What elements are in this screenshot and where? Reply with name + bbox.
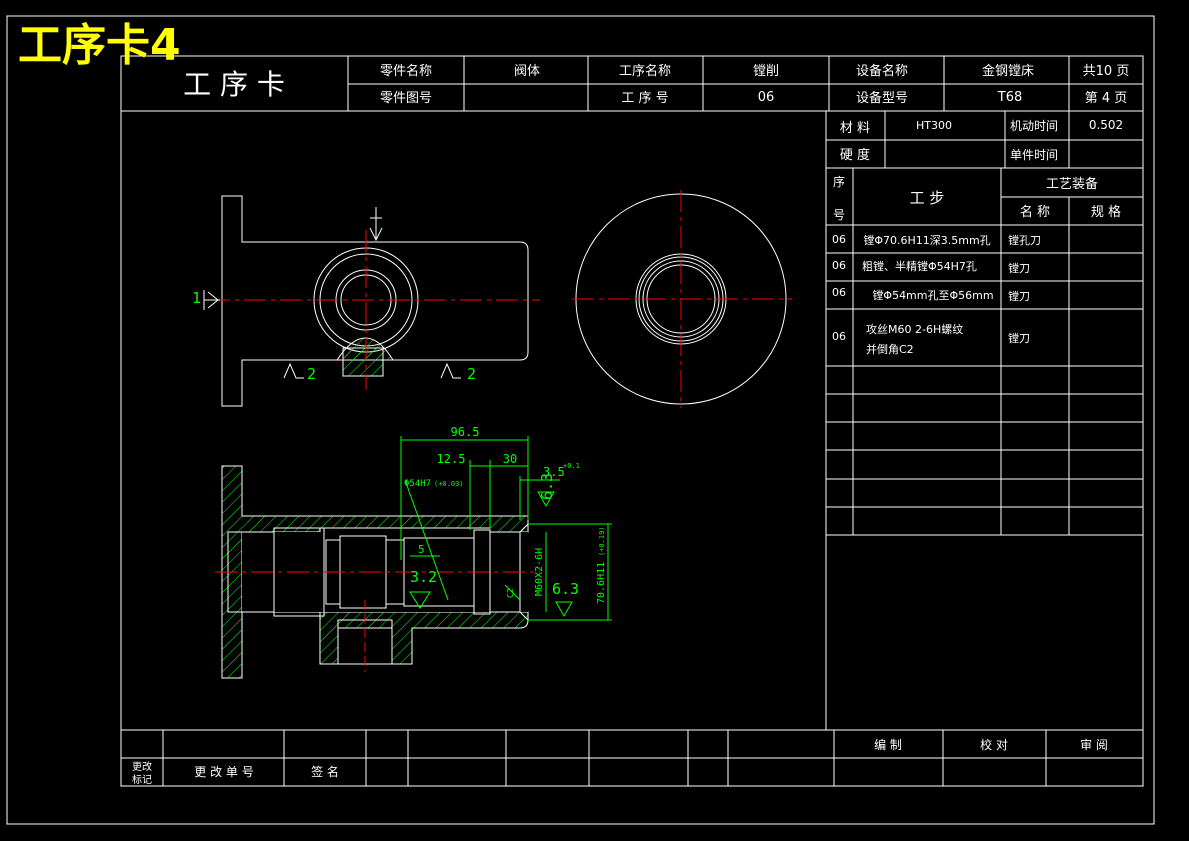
inner-border xyxy=(120,55,1144,787)
step-text-line2: 并倒角C2 xyxy=(866,342,914,356)
hardness-label: 硬 度 xyxy=(840,147,870,163)
step-no: 06 xyxy=(832,259,846,272)
equipment-header: 工艺装备 xyxy=(1046,176,1098,192)
check-label: 校 对 xyxy=(980,737,1008,752)
unit-time-label: 单件时间 xyxy=(1010,148,1058,162)
material-label: 材 料 xyxy=(840,121,870,136)
overlay-title: 工序卡4 xyxy=(18,20,181,71)
review-label: 审 阅 xyxy=(1080,737,1108,752)
phi54-label: Φ54H7 xyxy=(404,479,431,489)
front-view xyxy=(221,195,529,407)
phi54-tolerance: (+0.03) xyxy=(434,480,464,488)
sign-label: 签 名 xyxy=(311,764,339,779)
process-no-label: 工 序 号 xyxy=(621,91,668,106)
roughness-6-3-top: 6.3 xyxy=(538,473,556,500)
change-no-label: 更 改 单 号 xyxy=(194,765,253,779)
roughness-6-3-bottom: 6.3 xyxy=(552,580,579,598)
locator-2-label: 2 xyxy=(307,365,316,383)
machine-time-label: 机动时间 xyxy=(1010,119,1058,133)
seq-label-top: 序 xyxy=(833,174,845,189)
compile-label: 编 制 xyxy=(874,737,902,752)
card-title: 工 序 卡 xyxy=(183,68,285,101)
locator-2-label: 2 xyxy=(467,365,476,383)
equipment-name-label: 设备名称 xyxy=(856,63,908,79)
dim-3-5-tolerance: +0.1 xyxy=(563,462,580,470)
step-tool: 镗刀 xyxy=(1008,331,1030,345)
roughness-3-2: 3.2 xyxy=(410,568,437,586)
dim-30: 30 xyxy=(503,452,517,466)
locator-symbol-icon xyxy=(203,290,461,379)
material-value: HT300 xyxy=(916,119,952,132)
dimension-lines xyxy=(400,436,612,621)
step-header: 工 步 xyxy=(910,189,945,207)
step-tool: 镗刀 xyxy=(1008,261,1030,275)
machine-time-value: 0.502 xyxy=(1089,118,1123,132)
chamfer-c2-label: C2 xyxy=(506,588,515,598)
equipment-model-value: T68 xyxy=(997,90,1022,105)
outer-border xyxy=(6,15,1155,825)
dim-3-5: 3.5 xyxy=(543,465,565,479)
tool-spec-header: 规 格 xyxy=(1091,204,1121,220)
phi70-tolerance: (+0.19) xyxy=(598,526,606,556)
tool-name-header: 名 称 xyxy=(1020,204,1050,220)
step-row: 06 粗镗、半精镗Φ54H7孔 镗刀 xyxy=(832,259,1030,275)
clamp-arrow-icon xyxy=(369,207,383,242)
step-row: 06 攻丝M60 2-6H螺纹 并倒角C2 镗刀 xyxy=(832,322,1030,356)
step-text: 镗Φ54mm孔至Φ56mm xyxy=(872,288,993,302)
info-table xyxy=(825,111,1143,730)
change-mark-label-bottom: 标记 xyxy=(132,774,152,786)
total-pages: 共10 页 xyxy=(1083,64,1130,79)
step-row: 06 镗Φ70.6H11深3.5mm孔 镗孔刀 xyxy=(832,233,1041,247)
dim-5: 5 xyxy=(418,543,425,556)
step-no: 06 xyxy=(832,233,846,246)
change-mark-label-top: 更改 xyxy=(132,760,152,773)
footer-table xyxy=(121,729,1143,786)
step-text: 攻丝M60 2-6H螺纹 xyxy=(866,322,963,336)
equipment-name-value: 金钢镗床 xyxy=(982,63,1034,79)
part-name-label: 零件名称 xyxy=(380,63,432,79)
phi70-label: 70.6H11 xyxy=(596,562,607,604)
step-tool: 镗孔刀 xyxy=(1008,233,1041,247)
dim-12-5: 12.5 xyxy=(437,452,466,466)
step-text: 镗Φ70.6H11深3.5mm孔 xyxy=(863,233,990,247)
seq-label-bottom: 号 xyxy=(833,208,845,222)
part-drawing-label: 零件图号 xyxy=(380,91,432,106)
process-name-label: 工序名称 xyxy=(619,63,671,79)
process-no-value: 06 xyxy=(758,90,775,105)
step-no: 06 xyxy=(832,330,846,343)
page-number: 第 4 页 xyxy=(1085,91,1128,106)
dim-96-5: 96.5 xyxy=(451,425,480,439)
thread-m60-label: M60X2-6H xyxy=(534,548,545,596)
step-text: 粗镗、半精镗Φ54H7孔 xyxy=(862,259,977,273)
part-name-value: 阀体 xyxy=(514,64,540,79)
locator-1-label: 1 xyxy=(192,289,201,307)
step-no: 06 xyxy=(832,286,846,299)
step-row: 06 镗Φ54mm孔至Φ56mm 镗刀 xyxy=(832,286,1030,303)
header-table xyxy=(121,56,1143,112)
step-tool: 镗刀 xyxy=(1008,289,1030,303)
process-name-value: 镗削 xyxy=(753,64,779,79)
equipment-model-label: 设备型号 xyxy=(856,90,908,106)
